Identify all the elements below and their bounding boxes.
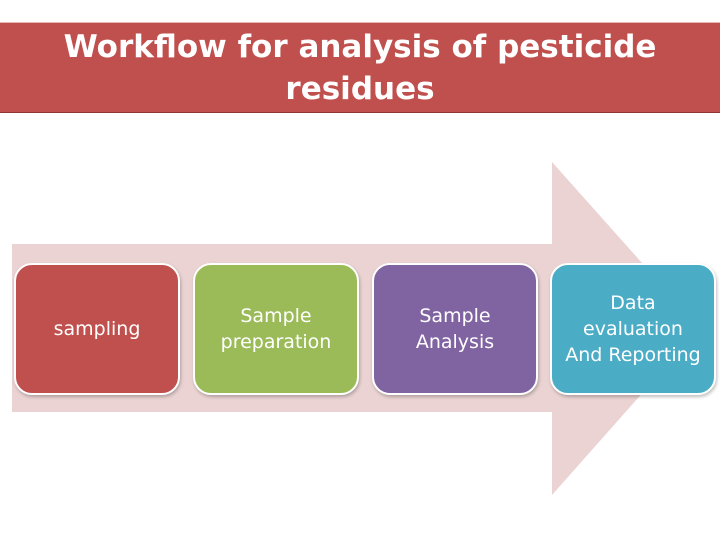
title-band: Workflow for analysis of pesticide resid… [0, 22, 720, 113]
step-sample-preparation: Sample preparation [193, 263, 359, 395]
step-data-evaluation: Data evaluation And Reporting [550, 263, 716, 395]
step-sampling: sampling [14, 263, 180, 395]
step-sample-analysis: Sample Analysis [372, 263, 538, 395]
slide-title: Workflow for analysis of pesticide resid… [63, 28, 657, 107]
